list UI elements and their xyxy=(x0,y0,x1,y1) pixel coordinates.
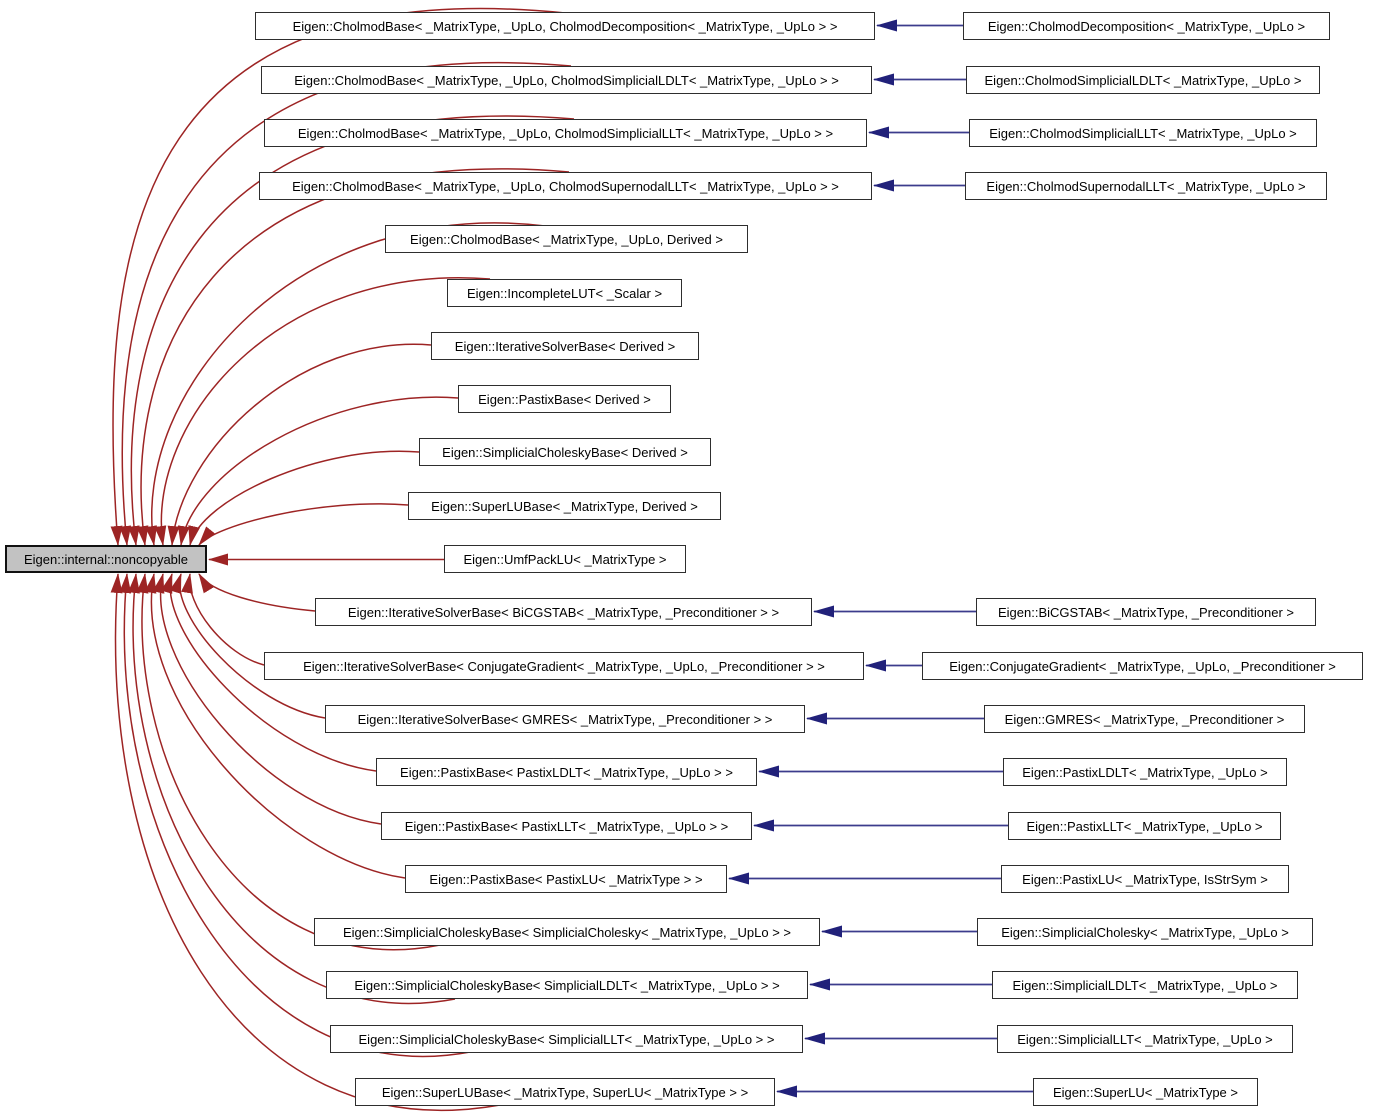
class-node[interactable]: Eigen::IterativeSolverBase< Derived > xyxy=(431,332,699,360)
class-node[interactable]: Eigen::IncompleteLUT< _Scalar > xyxy=(447,279,682,307)
class-node[interactable]: Eigen::IterativeSolverBase< BiCGSTAB< _M… xyxy=(315,598,812,626)
class-node[interactable]: Eigen::CholmodDecomposition< _MatrixType… xyxy=(963,12,1330,40)
class-node[interactable]: Eigen::SimplicialCholeskyBase< Derived > xyxy=(419,438,711,466)
private-inheritance-edges xyxy=(110,7,575,1111)
class-node[interactable]: Eigen::BiCGSTAB< _MatrixType, _Precondit… xyxy=(976,598,1316,626)
class-node[interactable]: Eigen::CholmodBase< _MatrixType, _UpLo, … xyxy=(255,12,875,40)
class-node[interactable]: Eigen::CholmodBase< _MatrixType, _UpLo, … xyxy=(385,225,748,253)
class-node[interactable]: Eigen::IterativeSolverBase< ConjugateGra… xyxy=(264,652,864,680)
class-node[interactable]: Eigen::PastixLLT< _MatrixType, _UpLo > xyxy=(1008,812,1281,840)
root-class-node: Eigen::internal::noncopyable xyxy=(5,545,207,573)
class-node[interactable]: Eigen::SimplicialLDLT< _MatrixType, _UpL… xyxy=(992,971,1298,999)
class-node[interactable]: Eigen::ConjugateGradient< _MatrixType, _… xyxy=(922,652,1363,680)
class-node[interactable]: Eigen::SimplicialCholeskyBase< Simplicia… xyxy=(330,1025,803,1053)
class-node[interactable]: Eigen::SuperLUBase< _MatrixType, SuperLU… xyxy=(355,1078,775,1106)
class-node[interactable]: Eigen::IterativeSolverBase< GMRES< _Matr… xyxy=(325,705,805,733)
class-node[interactable]: Eigen::UmfPackLU< _MatrixType > xyxy=(444,545,686,573)
class-node[interactable]: Eigen::PastixBase< PastixLLT< _MatrixTyp… xyxy=(381,812,752,840)
class-node[interactable]: Eigen::SuperLU< _MatrixType > xyxy=(1033,1078,1258,1106)
class-node[interactable]: Eigen::SimplicialCholeskyBase< Simplicia… xyxy=(314,918,820,946)
class-node[interactable]: Eigen::CholmodBase< _MatrixType, _UpLo, … xyxy=(264,119,867,147)
public-inheritance-edges xyxy=(728,19,1033,1098)
class-node[interactable]: Eigen::CholmodSupernodalLLT< _MatrixType… xyxy=(965,172,1327,200)
class-node[interactable]: Eigen::CholmodBase< _MatrixType, _UpLo, … xyxy=(259,172,872,200)
class-node[interactable]: Eigen::CholmodSimplicialLDLT< _MatrixTyp… xyxy=(966,66,1320,94)
class-node[interactable]: Eigen::PastixBase< PastixLU< _MatrixType… xyxy=(405,865,727,893)
class-node[interactable]: Eigen::CholmodSimplicialLLT< _MatrixType… xyxy=(969,119,1317,147)
class-node[interactable]: Eigen::PastixLDLT< _MatrixType, _UpLo > xyxy=(1003,758,1287,786)
class-node[interactable]: Eigen::PastixBase< Derived > xyxy=(458,385,671,413)
class-node[interactable]: Eigen::SimplicialCholeskyBase< Simplicia… xyxy=(326,971,808,999)
class-node[interactable]: Eigen::SimplicialLLT< _MatrixType, _UpLo… xyxy=(997,1025,1293,1053)
class-node[interactable]: Eigen::PastixBase< PastixLDLT< _MatrixTy… xyxy=(376,758,757,786)
class-node[interactable]: Eigen::PastixLU< _MatrixType, IsStrSym > xyxy=(1001,865,1289,893)
class-node[interactable]: Eigen::SimplicialCholesky< _MatrixType, … xyxy=(977,918,1313,946)
class-node[interactable]: Eigen::SuperLUBase< _MatrixType, Derived… xyxy=(408,492,721,520)
class-node[interactable]: Eigen::CholmodBase< _MatrixType, _UpLo, … xyxy=(261,66,872,94)
class-node[interactable]: Eigen::GMRES< _MatrixType, _Precondition… xyxy=(984,705,1305,733)
